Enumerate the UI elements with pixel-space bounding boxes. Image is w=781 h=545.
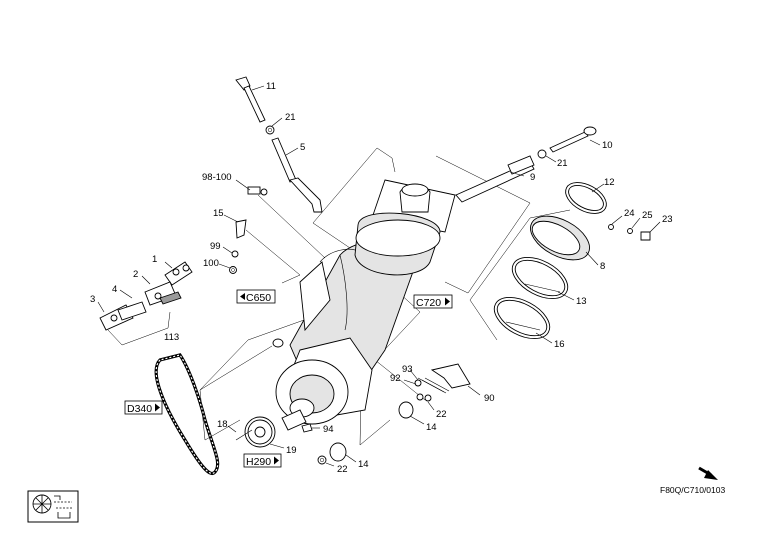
ref-c720-label: C720 xyxy=(416,297,441,309)
label-14b: 14 xyxy=(358,459,369,470)
label-11: 11 xyxy=(266,81,276,92)
label-93: 93 xyxy=(402,364,413,375)
chain-links xyxy=(99,261,193,331)
rings-clamps xyxy=(493,182,651,340)
label-18: 18 xyxy=(217,419,228,430)
label-98-100: 98-100 xyxy=(202,172,232,183)
ref-h290-label: H290 xyxy=(246,456,271,468)
label-9: 9 xyxy=(530,172,535,183)
ref-c650[interactable]: C650 xyxy=(236,289,276,304)
label-21a: 21 xyxy=(285,112,296,123)
label-113: 113 xyxy=(164,332,179,343)
label-15: 15 xyxy=(213,208,224,219)
label-leaders xyxy=(97,85,661,467)
label-5: 5 xyxy=(300,142,305,153)
label-16: 16 xyxy=(554,339,565,350)
label-99: 99 xyxy=(210,241,221,252)
label-2: 2 xyxy=(133,269,138,280)
label-94: 94 xyxy=(323,424,334,435)
label-22a: 22 xyxy=(436,409,447,420)
label-100: 100 xyxy=(203,258,219,269)
label-3: 3 xyxy=(90,294,95,305)
ref-h290[interactable]: H290 xyxy=(243,453,282,468)
label-1: 1 xyxy=(152,254,157,265)
machine-symbol-icon xyxy=(27,490,79,523)
fan-housing xyxy=(275,337,373,431)
drawing-code: F80Q/C710/0103 xyxy=(660,485,725,495)
label-4: 4 xyxy=(112,284,117,295)
upper-casing xyxy=(354,179,456,276)
ref-c720[interactable]: C720 xyxy=(413,294,453,309)
label-25: 25 xyxy=(642,210,653,221)
small-hardware-right xyxy=(301,363,471,465)
label-92: 92 xyxy=(390,373,401,384)
label-90: 90 xyxy=(484,393,495,404)
label-13: 13 xyxy=(576,296,587,307)
upper-rod-assembly xyxy=(235,76,323,213)
sprocket xyxy=(235,416,276,448)
ref-d340[interactable]: D340 xyxy=(124,400,163,415)
label-8: 8 xyxy=(600,261,605,272)
label-23: 23 xyxy=(662,214,673,225)
label-14a: 14 xyxy=(426,422,437,433)
drive-chain xyxy=(154,338,284,475)
label-19: 19 xyxy=(286,445,297,456)
ref-c650-label: C650 xyxy=(246,292,271,304)
right-rod-assembly xyxy=(455,126,597,203)
part-labels: 11 21 5 98-100 15 99 100 10 21 9 12 24 2… xyxy=(90,81,673,475)
label-21b: 21 xyxy=(557,158,568,169)
small-hardware-left xyxy=(229,186,268,274)
label-10: 10 xyxy=(602,140,613,151)
label-12: 12 xyxy=(604,177,615,188)
arrow-icon xyxy=(698,466,718,480)
label-22b: 22 xyxy=(337,464,348,475)
label-24: 24 xyxy=(624,208,635,219)
ref-d340-label: D340 xyxy=(127,403,152,415)
